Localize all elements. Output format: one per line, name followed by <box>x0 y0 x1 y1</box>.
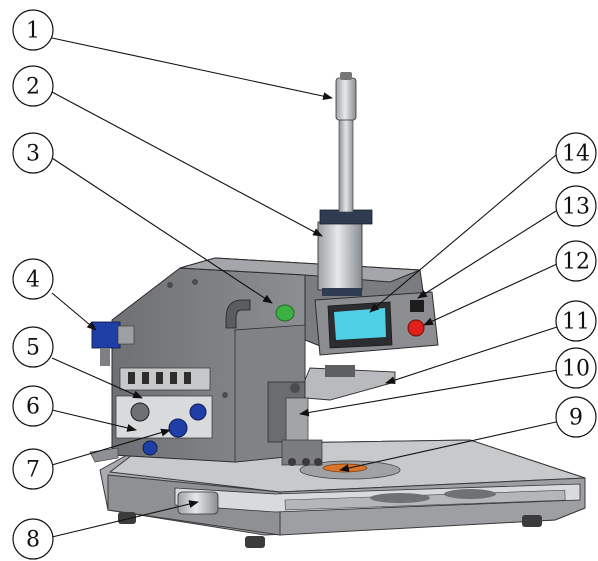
callout-5: 5 <box>12 326 54 368</box>
callout-number: 6 <box>26 395 40 420</box>
callout-4: 4 <box>12 258 54 300</box>
main-cylinder <box>317 209 373 296</box>
leader-lines <box>51 37 559 538</box>
callout-number: 5 <box>26 336 40 361</box>
callout-13: 13 <box>555 185 597 227</box>
callout-number: 11 <box>562 310 590 335</box>
callout-number: 3 <box>26 142 40 167</box>
callout-number: 12 <box>562 250 590 275</box>
callout-11: 11 <box>555 300 597 342</box>
callout-number: 7 <box>26 458 40 483</box>
piston-rod <box>335 72 357 213</box>
callout-12: 12 <box>555 240 597 282</box>
callout-number: 13 <box>562 195 590 220</box>
callout-2: 2 <box>12 65 54 107</box>
machine <box>89 72 586 548</box>
cliche-plate <box>299 460 401 480</box>
callout-number: 1 <box>26 19 40 44</box>
callout-9: 9 <box>555 396 597 438</box>
callout-8: 8 <box>12 518 54 560</box>
callout-1: 1 <box>12 9 54 51</box>
air-fitting <box>225 299 251 329</box>
callout-number: 2 <box>26 75 40 100</box>
control-panel <box>314 291 439 356</box>
start-button[interactable] <box>275 304 295 322</box>
stop-button[interactable] <box>407 319 425 337</box>
callout-number: 8 <box>26 528 40 553</box>
callout-6: 6 <box>12 385 54 427</box>
callout-7: 7 <box>12 448 54 490</box>
power-switch[interactable] <box>410 300 424 312</box>
touch-screen[interactable] <box>334 308 386 340</box>
callout-number: 4 <box>26 268 40 293</box>
callout-number: 10 <box>562 357 590 382</box>
callout-14: 14 <box>555 132 597 174</box>
callout-number: 9 <box>569 406 583 431</box>
callout-10: 10 <box>555 347 597 389</box>
print-head <box>281 365 396 466</box>
callout-number: 14 <box>562 142 590 167</box>
callout-3: 3 <box>12 132 54 174</box>
